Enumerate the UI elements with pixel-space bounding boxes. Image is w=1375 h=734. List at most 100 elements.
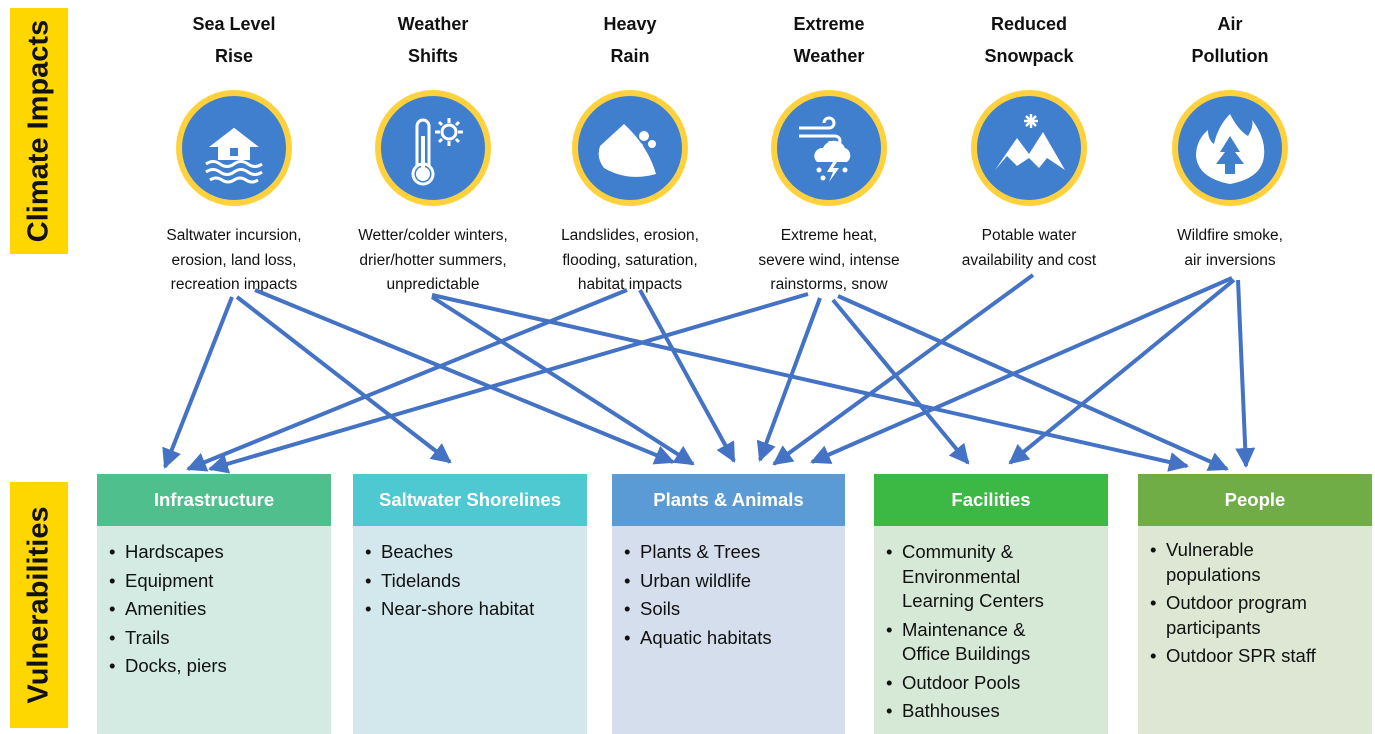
flooded-house-icon — [176, 90, 292, 206]
impact-title-line2: Shifts — [407, 46, 458, 66]
vulnerability-body: Hardscapes Equipment Amenities Trails Do… — [97, 526, 331, 734]
arrow-weather-people — [431, 293, 1189, 472]
desc-line: recreation impacts — [170, 276, 298, 293]
desc-line: air inversions — [1184, 251, 1276, 269]
impact-description: Potable water availability and cost — [929, 224, 1129, 273]
vulnerability-header: Saltwater Shorelines — [353, 474, 587, 526]
desc-line: erosion, land loss, — [171, 251, 297, 269]
vulnerability-facilities: Facilities Community & Environmental Lea… — [874, 474, 1108, 734]
vulnerability-header: People — [1138, 474, 1372, 526]
landslide-icon — [572, 90, 688, 206]
impact-title-line1: Reduced — [990, 14, 1068, 34]
vulnerability-body: Beaches Tidelands Near-shore habitat — [353, 526, 587, 734]
list-item: Hardscapes — [109, 538, 331, 567]
impact-title-line1: Weather — [397, 14, 469, 34]
desc-line: Potable water — [981, 227, 1077, 244]
arrow-rain-infrastructure — [186, 288, 628, 472]
desc-line: Saltwater incursion, — [166, 227, 302, 244]
desc-line: severe wind, intense — [758, 251, 900, 269]
vulnerability-list: Vulnerable populations Outdoor program p… — [1138, 526, 1372, 669]
list-item: Maintenance & Office Buildings — [886, 618, 1062, 667]
vulnerability-header: Infrastructure — [97, 474, 331, 526]
list-item: Docks, piers — [109, 652, 331, 681]
arrow-extreme-facilities — [831, 298, 970, 465]
arrow-sealevel-plants — [254, 288, 675, 465]
climate-impacts-label-text: Climate Impacts — [22, 19, 55, 243]
snowy-mountain-icon — [971, 90, 1087, 206]
impact-description: Extreme heat, severe wind, intense rains… — [729, 224, 929, 298]
desc-line: Extreme heat, — [780, 227, 878, 244]
vulnerability-list: Beaches Tidelands Near-shore habitat — [353, 526, 587, 624]
list-item: Outdoor SPR staff — [1150, 644, 1372, 669]
desc-line: rainstorms, snow — [770, 276, 888, 293]
impact-title-line1: Heavy — [603, 14, 657, 34]
desc-line: availability and cost — [961, 251, 1097, 269]
impact-description: Wetter/colder winters, drier/hotter summ… — [333, 224, 533, 298]
arrow-extreme-plants — [756, 297, 822, 462]
impact-title-line1: Air — [1217, 14, 1243, 34]
desc-line: unpredictable — [386, 276, 480, 293]
wind-storm-icon — [771, 90, 887, 206]
desc-line: Landslides, erosion, — [561, 227, 699, 244]
list-item: Amenities — [109, 595, 331, 624]
list-item: Bathhouses — [886, 699, 1108, 724]
impact-description: Wildfire smoke, air inversions — [1130, 224, 1330, 273]
list-item: Near-shore habitat — [365, 595, 587, 624]
vulnerabilities-label-text: Vulnerabilities — [22, 506, 55, 704]
impact-title-line2: Weather — [793, 46, 865, 66]
impact-title-line2: Snowpack — [984, 46, 1074, 66]
list-item: Plants & Trees — [624, 538, 845, 567]
vulnerability-body: Vulnerable populations Outdoor program p… — [1138, 526, 1372, 734]
list-item: Equipment — [109, 567, 331, 596]
climate-impacts-label: Climate Impacts — [10, 8, 68, 254]
list-item: Community & Environmental Learning Cente… — [886, 540, 1072, 614]
arrow-rain-plants — [638, 289, 736, 463]
list-item: Trails — [109, 624, 331, 653]
arrow-extreme-infrastructure — [208, 292, 809, 474]
arrow-extreme-people — [837, 294, 1229, 471]
impact-description: Saltwater incursion, erosion, land loss,… — [134, 224, 334, 298]
thermometer-sun-icon — [375, 90, 491, 206]
list-item: Aquatic habitats — [624, 624, 845, 653]
arrow-air-people — [1235, 279, 1256, 468]
vulnerability-header: Plants & Animals — [612, 474, 845, 526]
vulnerability-header: Facilities — [874, 474, 1108, 526]
impact-description: Landslides, erosion, flooding, saturatio… — [530, 224, 730, 298]
desc-line: Wildfire smoke, — [1177, 227, 1283, 244]
vulnerability-list: Hardscapes Equipment Amenities Trails Do… — [97, 526, 331, 681]
vulnerability-body: Community & Environmental Learning Cente… — [874, 526, 1108, 734]
impact-title-line1: Extreme — [793, 14, 865, 34]
vulnerability-list: Plants & Trees Urban wildlife Soils Aqua… — [612, 526, 845, 652]
list-item: Soils — [624, 595, 845, 624]
list-item: Outdoor program participants — [1150, 591, 1346, 640]
wildfire-icon — [1172, 90, 1288, 206]
impact-title-line2: Pollution — [1191, 46, 1269, 66]
arrow-weather-plants — [430, 295, 695, 466]
impact-title-line2: Rise — [214, 46, 254, 66]
list-item: Tidelands — [365, 567, 587, 596]
impact-title-line1: Sea Level — [192, 14, 276, 34]
arrow-sealevel-infrastructure — [162, 296, 234, 469]
desc-line: habitat impacts — [577, 276, 683, 293]
desc-line: drier/hotter summers, — [359, 251, 507, 269]
desc-line: Wetter/colder winters, — [358, 227, 508, 244]
impact-title-line2: Rain — [610, 46, 650, 66]
vulnerability-saltwater-shorelines: Saltwater Shorelines Beaches Tidelands N… — [353, 474, 587, 734]
vulnerability-infrastructure: Infrastructure Hardscapes Equipment Amen… — [97, 474, 331, 734]
vulnerability-list: Community & Environmental Learning Cente… — [874, 526, 1108, 724]
list-item: Beaches — [365, 538, 587, 567]
arrow-sealevel-shorelines — [235, 295, 452, 464]
vulnerability-people: People Vulnerable populations Outdoor pr… — [1138, 474, 1372, 734]
list-item: Urban wildlife — [624, 567, 845, 596]
arrow-air-facilities — [1008, 278, 1236, 465]
